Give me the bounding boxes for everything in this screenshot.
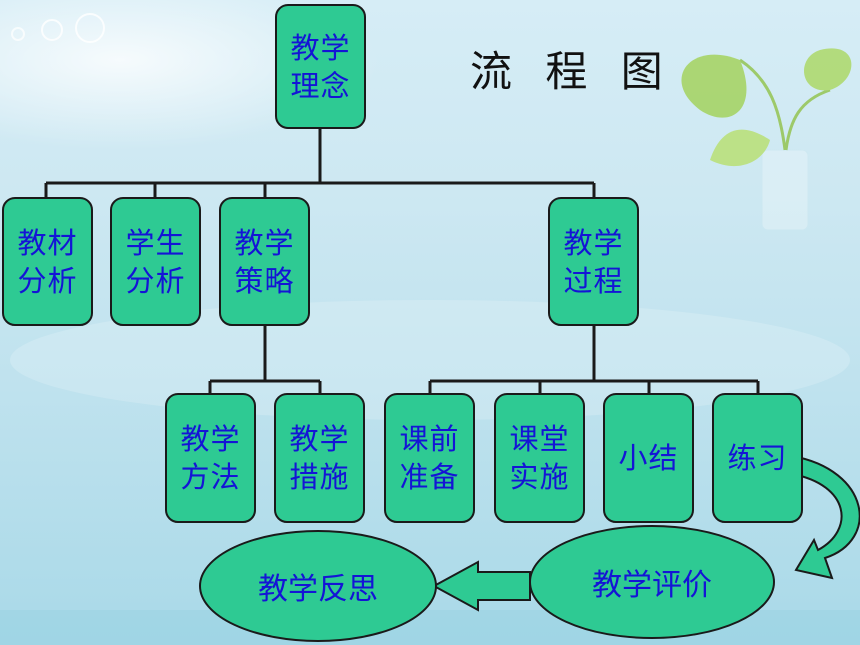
node-class-implementation: 课堂 实施 [494, 393, 585, 523]
plant-decoration [681, 48, 852, 231]
node-practice: 练习 [712, 393, 803, 523]
node-teaching-measures: 教学 措施 [274, 393, 365, 523]
curved-arrow [791, 454, 860, 580]
ellipse-reflection [199, 530, 437, 642]
node-class-preparation: 课前 准备 [384, 393, 475, 523]
node-teaching-process: 教学 过程 [548, 197, 639, 326]
node-teaching-method: 教学 方法 [165, 393, 256, 523]
node-teaching-philosophy: 教学 理念 [275, 4, 366, 129]
node-student-analysis: 学生 分析 [110, 197, 201, 326]
node-teaching-strategy: 教学 策略 [219, 197, 310, 326]
block-arrow [431, 560, 531, 612]
node-summary: 小结 [603, 393, 694, 523]
node-teaching-evaluation: 教学评价 [592, 568, 712, 603]
diagram-title: 流 程 图 [470, 47, 673, 96]
node-material-analysis: 教材 分析 [2, 197, 93, 326]
node-teaching-reflection: 教学反思 [258, 572, 378, 607]
ellipse-evaluation [529, 525, 775, 639]
